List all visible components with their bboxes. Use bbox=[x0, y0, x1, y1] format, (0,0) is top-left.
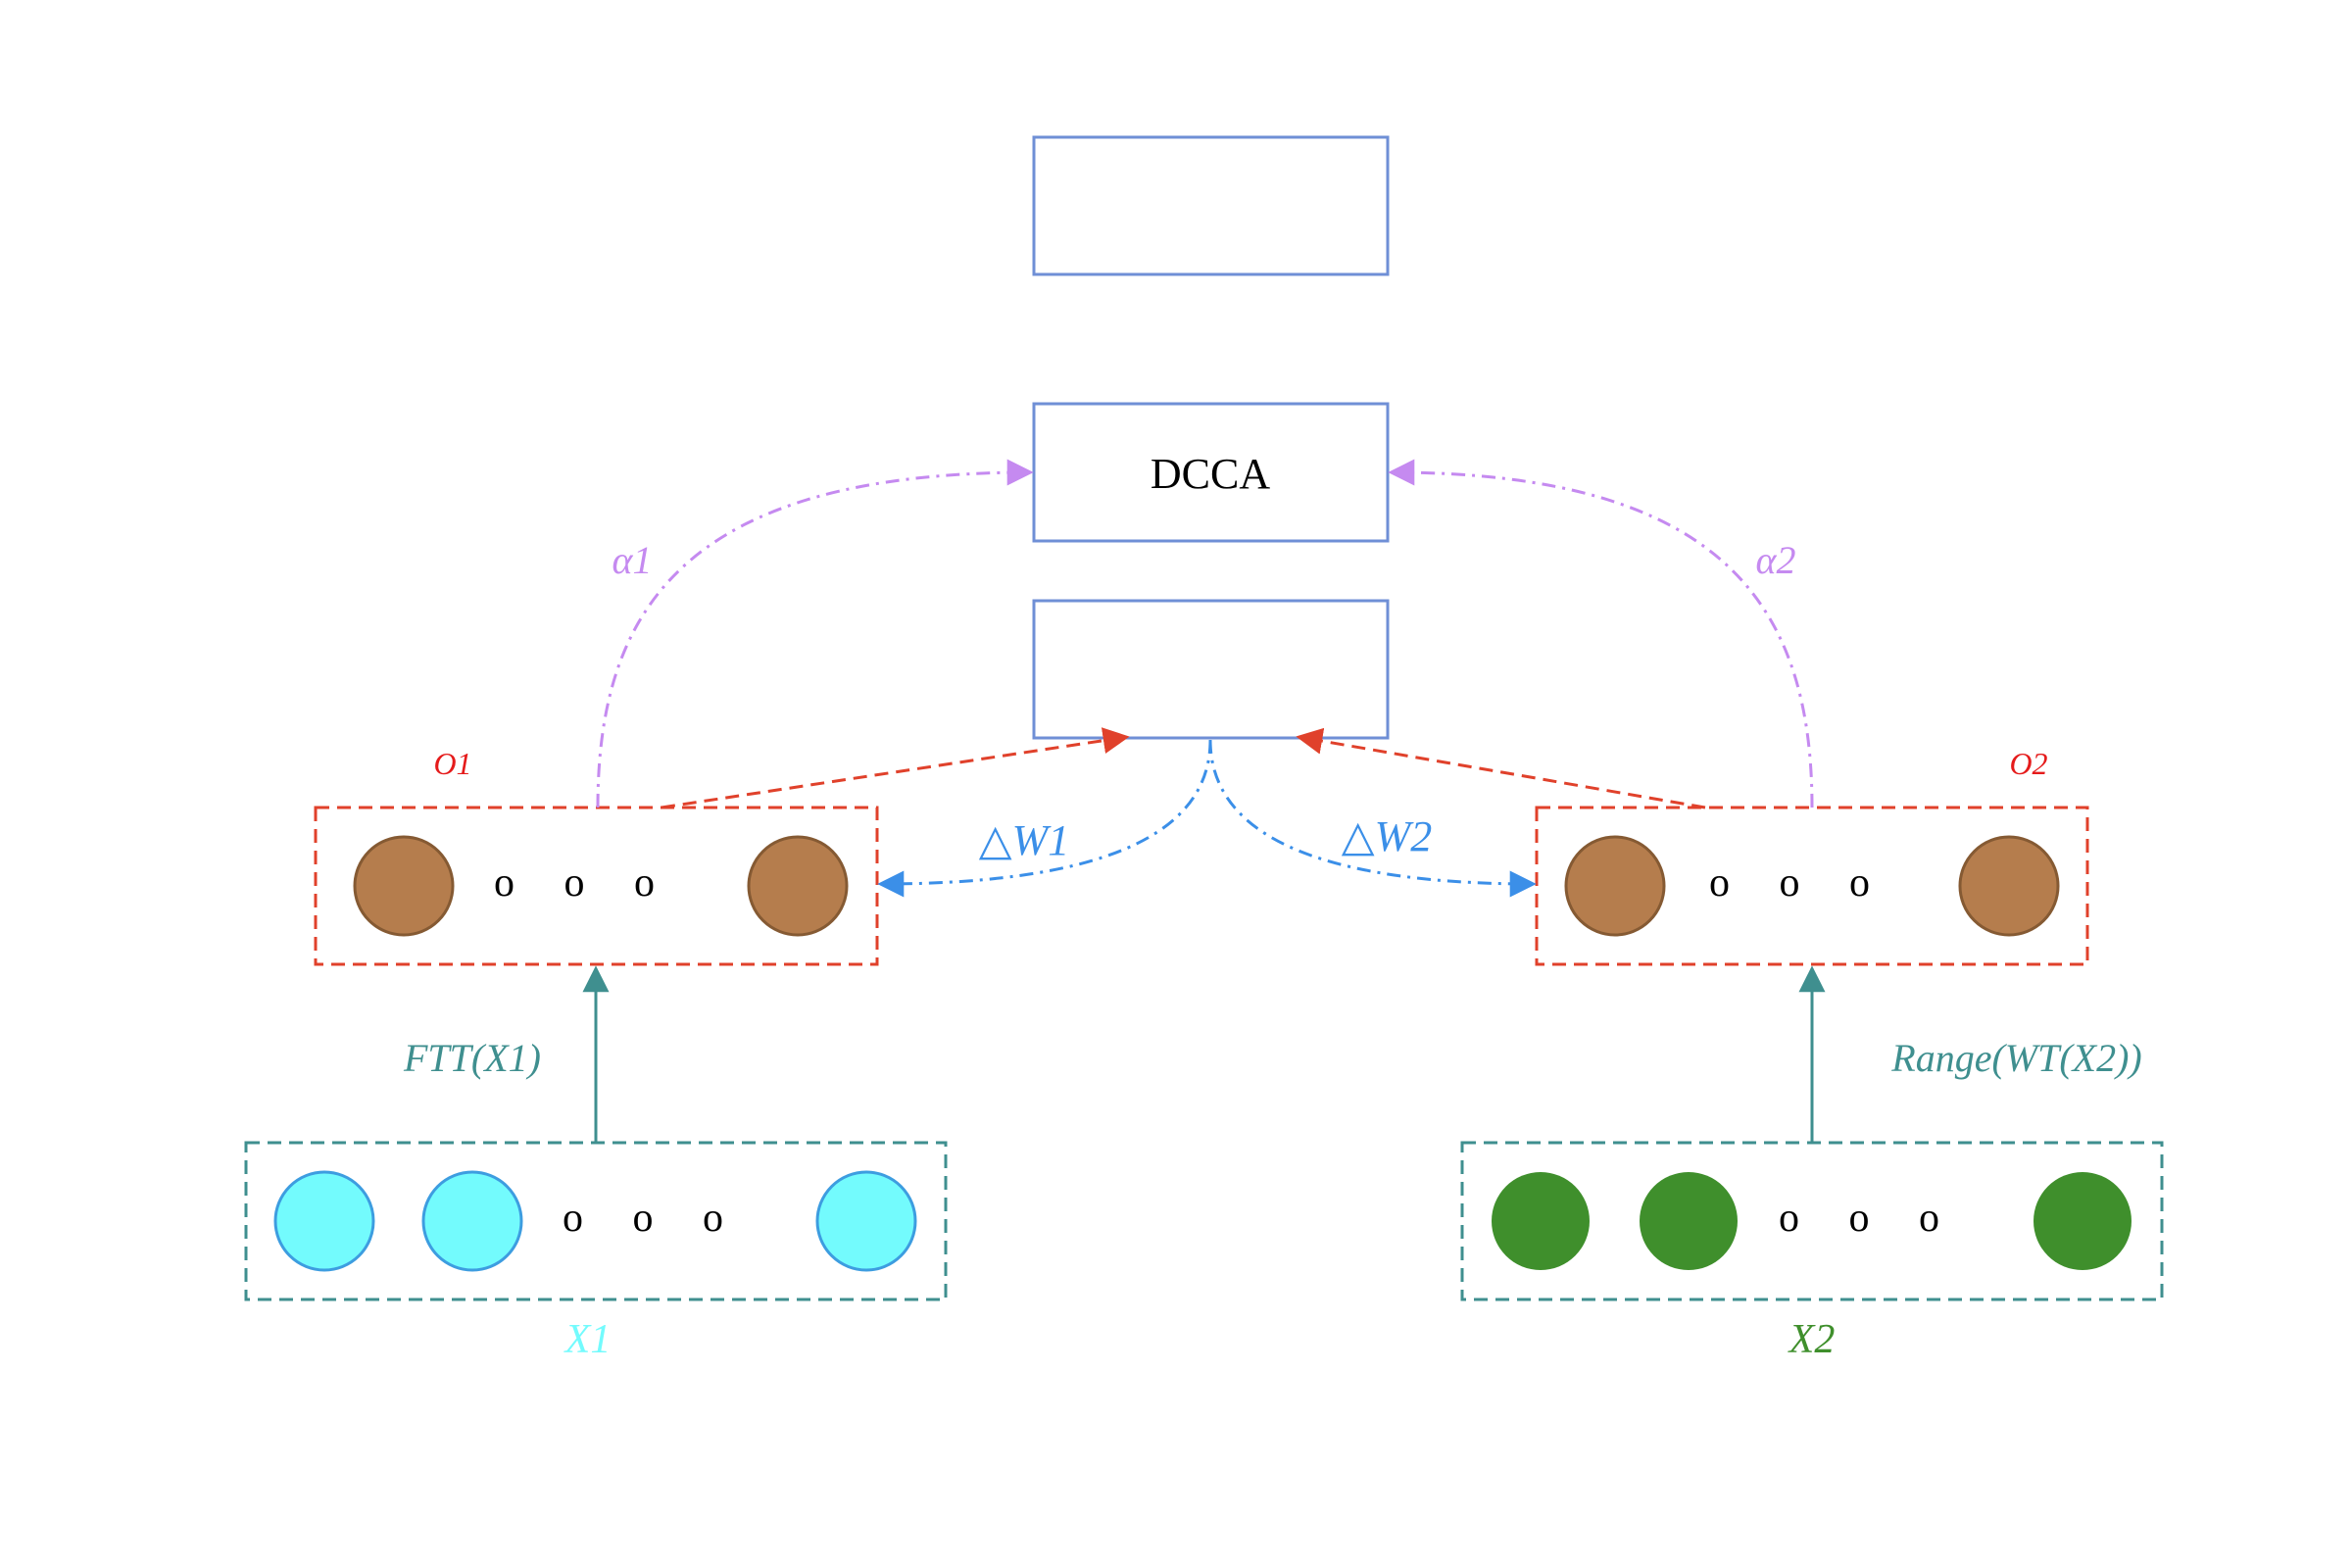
x1-label: X1 bbox=[564, 1317, 612, 1362]
o2-ellipsis: o o o bbox=[1709, 860, 1889, 906]
o1-node-2 bbox=[747, 835, 849, 937]
o1-to-bottom-arrow bbox=[661, 727, 1130, 809]
o1-node-1 bbox=[353, 835, 455, 937]
dw2-arrow bbox=[1208, 739, 1537, 898]
alpha1-label: α1 bbox=[612, 538, 653, 582]
x2-node-1 bbox=[1492, 1172, 1590, 1270]
x2-label: X2 bbox=[1788, 1317, 1836, 1362]
dcca-box bbox=[1032, 402, 1390, 543]
x1-node-3 bbox=[815, 1170, 917, 1272]
x1-node-1 bbox=[273, 1170, 375, 1272]
dw1-arrow bbox=[877, 739, 1212, 898]
x2-ellipsis: o o o bbox=[1779, 1196, 1959, 1241]
x2-node-2 bbox=[1640, 1172, 1738, 1270]
alpha2-label: α2 bbox=[1756, 538, 1796, 582]
o1-ellipsis: o o o bbox=[494, 860, 674, 906]
o2-label: O2 bbox=[2009, 746, 2047, 781]
alpha2-arrow bbox=[1388, 459, 1814, 808]
alpha1-arrow bbox=[596, 459, 1034, 808]
o2-node-1 bbox=[1564, 835, 1666, 937]
o2-group-box bbox=[1535, 806, 2089, 966]
bottom-box bbox=[1032, 599, 1390, 740]
dw1-label: △W1 bbox=[979, 816, 1070, 864]
o2-node-2 bbox=[1958, 835, 2060, 937]
top-box bbox=[1032, 135, 1390, 276]
x2-node-3 bbox=[2034, 1172, 2132, 1270]
x1-node-2 bbox=[421, 1170, 523, 1272]
x1-ellipsis: o o o bbox=[563, 1196, 743, 1241]
ftt-label: FTT(X1) bbox=[403, 1036, 541, 1080]
dcca-box-label: DCCA bbox=[1151, 450, 1270, 498]
dw2-label: △W2 bbox=[1342, 812, 1433, 860]
range-label: Range(WT(X2)) bbox=[1890, 1036, 2141, 1080]
o2-to-bottom-arrow bbox=[1296, 727, 1706, 809]
o1-label: O1 bbox=[433, 746, 471, 781]
